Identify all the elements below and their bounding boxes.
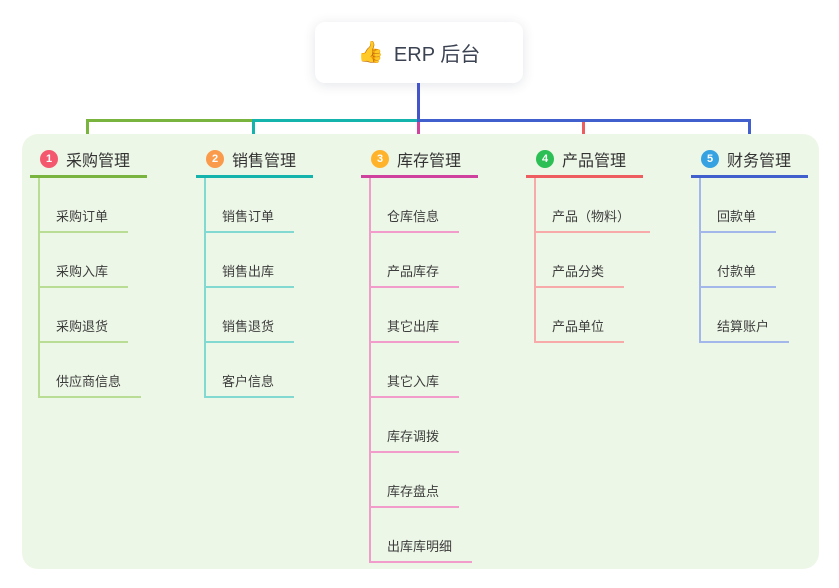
branch-children: 仓库信息产品库存其它出库其它入库库存调拨库存盘点出库库明细 (369, 178, 478, 563)
branch: 1 采购管理 采购订单采购入库采购退货供应商信息 (30, 147, 147, 398)
child-node: 产品分类 (536, 233, 625, 288)
branch-number-badge: 5 (701, 150, 719, 168)
connector-drop-finance (748, 119, 751, 148)
child-node: 采购订单 (40, 178, 129, 233)
branch-title: 1 采购管理 (30, 147, 147, 178)
child-node: 仓库信息 (371, 178, 460, 233)
child-node: 采购退货 (40, 288, 129, 343)
branch-children: 销售订单销售出库销售退货客户信息 (204, 178, 313, 398)
branch: 4 产品管理 产品（物料）产品分类产品单位 (526, 147, 651, 343)
branch-title-label: 产品管理 (562, 153, 627, 170)
child-node: 付款单 (701, 233, 777, 288)
branches-panel: 1 采购管理 采购订单采购入库采购退货供应商信息 2 销售管理 销售订单销售出库… (22, 134, 819, 569)
child-node: 库存调拨 (371, 398, 460, 453)
branch-children: 采购订单采购入库采购退货供应商信息 (38, 178, 147, 398)
child-node: 采购入库 (40, 233, 129, 288)
child-node: 出库库明细 (371, 508, 473, 563)
branch-title: 5 财务管理 (691, 147, 808, 178)
branch-title: 2 销售管理 (196, 147, 313, 178)
branch: 5 财务管理 回款单付款单结算账户 (691, 147, 808, 343)
connector-horizontal-teal (253, 119, 417, 122)
connector-drop-purchase (86, 119, 89, 148)
child-node: 其它入库 (371, 343, 460, 398)
thumbs-up-icon: 👍 (357, 41, 384, 64)
branch-title-label: 采购管理 (66, 153, 131, 170)
branch-title-label: 库存管理 (397, 153, 462, 170)
child-node: 其它出库 (371, 288, 460, 343)
branch-title-label: 销售管理 (232, 153, 297, 170)
branch-children: 回款单付款单结算账户 (699, 178, 808, 343)
child-node: 销售退货 (206, 288, 295, 343)
branch-title: 4 产品管理 (526, 147, 643, 178)
connector-horizontal-blue (417, 119, 751, 122)
branch: 2 销售管理 销售订单销售出库销售退货客户信息 (196, 147, 313, 398)
branch-children: 产品（物料）产品分类产品单位 (534, 178, 651, 343)
child-node: 销售出库 (206, 233, 295, 288)
connector-root-vertical (417, 83, 420, 122)
child-node: 产品单位 (536, 288, 625, 343)
branch-title: 3 库存管理 (361, 147, 478, 178)
branch-title-label: 财务管理 (727, 153, 792, 170)
child-node: 产品库存 (371, 233, 460, 288)
branch-number-badge: 4 (536, 150, 554, 168)
child-node: 供应商信息 (40, 343, 142, 398)
root-node: 👍 ERP 后台 (315, 22, 523, 83)
branch-number-badge: 2 (206, 150, 224, 168)
root-node-label: ERP 后台 (393, 44, 481, 66)
branch-number-badge: 1 (40, 150, 58, 168)
child-node: 回款单 (701, 178, 777, 233)
child-node: 销售订单 (206, 178, 295, 233)
branch-number-badge: 3 (371, 150, 389, 168)
branch: 3 库存管理 仓库信息产品库存其它出库其它入库库存调拨库存盘点出库库明细 (361, 147, 478, 563)
connector-horizontal-green (86, 119, 253, 122)
child-node: 客户信息 (206, 343, 295, 398)
child-node: 产品（物料） (536, 178, 651, 233)
connector-drop-sales (252, 119, 255, 148)
child-node: 结算账户 (701, 288, 790, 343)
child-node: 库存盘点 (371, 453, 460, 508)
